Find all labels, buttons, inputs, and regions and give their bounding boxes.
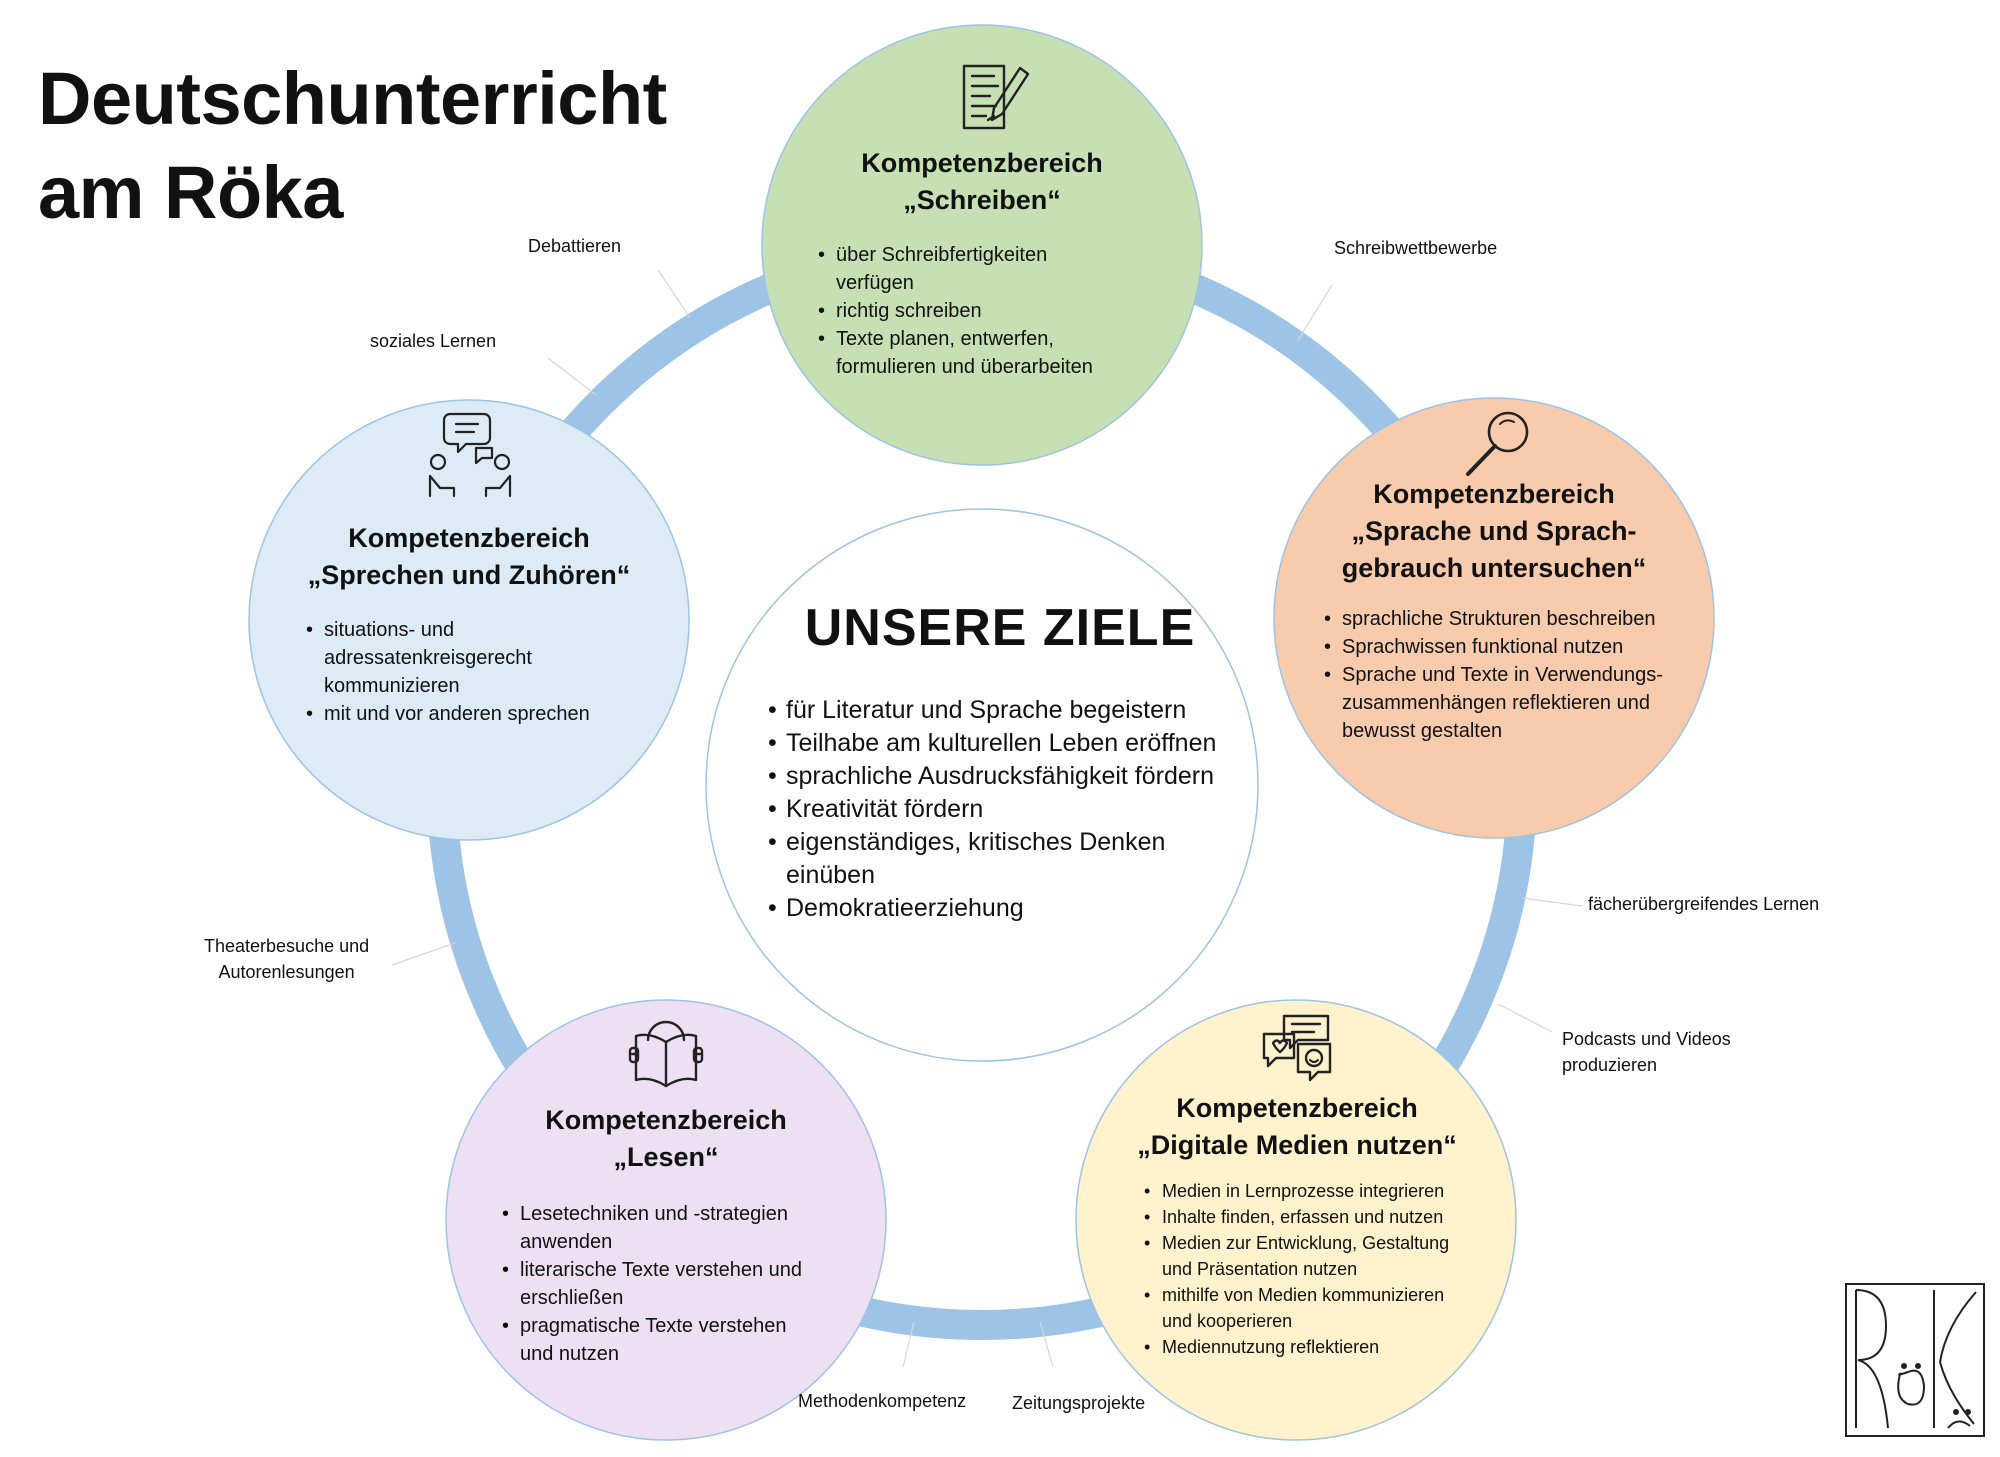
goal-item: Demokratieerziehung — [768, 892, 1240, 925]
document-pen-icon — [962, 64, 1030, 130]
label-schreibwettbewerbe: Schreibwettbewerbe — [1334, 238, 1498, 258]
area-item: Medien zur Entwicklung, Gestaltung und P… — [1144, 1230, 1482, 1282]
area-item: literarische Texte verstehen und erschli… — [502, 1256, 836, 1312]
area-lesen: Kompetenzbereich „Lesen“ Lesetechniken u… — [496, 1102, 836, 1368]
label-zeitungsprojekte: Zeitungsprojekte — [1012, 1393, 1146, 1413]
area-item: Texte planen, entwerfen, formulieren und… — [818, 325, 1152, 381]
area-schreiben: Kompetenzbereich „Schreiben“ über Schrei… — [812, 145, 1152, 381]
reader-book-icon — [628, 1020, 704, 1088]
goal-item: für Literatur und Sprache begeistern — [768, 694, 1240, 727]
area-item: richtig schreiben — [818, 297, 1152, 325]
area-list: Medien in Lernprozesse integrieren Inhal… — [1144, 1178, 1482, 1360]
goal-item: sprachliche Ausdrucksfähigkeit fördern — [768, 760, 1240, 793]
leader-line-soziales-lernen — [547, 357, 597, 396]
leader-line-theaterbesuche — [391, 942, 456, 966]
area-item: Medien in Lernprozesse integrieren — [1144, 1178, 1482, 1204]
page-title: Deutschunterricht am Röka — [38, 57, 667, 234]
area-item: Sprachwissen funktional nutzen — [1324, 633, 1684, 661]
area-heading: Kompetenzbereich „Sprechen und Zuhören“ — [307, 523, 631, 590]
area-heading: Kompetenzbereich „Schreiben“ — [861, 148, 1103, 215]
goal-item: Kreativität fördern — [768, 793, 1240, 826]
area-heading: Kompetenzbereich „Digitale Medien nutzen… — [1137, 1093, 1457, 1160]
goals-list: für Literatur und Sprache begeistern Tei… — [768, 694, 1240, 925]
area-item: Sprache und Texte in Verwendungs- zusamm… — [1324, 661, 1684, 745]
area-sprache: Kompetenzbereich „Sprache und Sprach- ge… — [1304, 476, 1684, 745]
leader-line-faecheruebergreifend — [1521, 897, 1583, 907]
area-item: Mediennutzung reflektieren — [1144, 1334, 1482, 1360]
area-item: mit und vor anderen sprechen — [306, 700, 644, 728]
area-sprechen: Kompetenzbereich „Sprechen und Zuhören“ … — [294, 520, 644, 728]
area-item: sprachliche Strukturen beschreiben — [1324, 605, 1684, 633]
area-heading: Kompetenzbereich „Lesen“ — [545, 1105, 787, 1172]
area-item: pragmatische Texte verstehen und nutzen — [502, 1312, 836, 1368]
label-debattieren: Debattieren — [528, 236, 622, 256]
center-goals: UNSERE ZIELE für Literatur und Sprache b… — [760, 598, 1240, 925]
magnifier-icon — [1466, 411, 1529, 476]
chat-bubbles-icon — [1262, 1014, 1332, 1082]
goals-title: UNSERE ZIELE — [804, 599, 1196, 657]
area-item: Inhalte finden, erfassen und nutzen — [1144, 1204, 1482, 1230]
label-theaterbesuche: Theaterbesuche und Autorenlesungen — [204, 936, 370, 982]
goal-item: eigenständiges, kritisches Denken einübe… — [768, 826, 1240, 892]
leader-line-methodenkompetenz — [902, 1321, 915, 1368]
leader-line-podcasts — [1497, 1003, 1553, 1033]
label-methodenkompetenz: Methodenkompetenz — [798, 1391, 967, 1411]
leader-line-schreibwettbewerbe — [1297, 284, 1333, 341]
area-item: Lesetechniken und -strategien anwenden — [502, 1200, 836, 1256]
area-item: situations- und adressatenkreisgerecht k… — [306, 616, 644, 700]
area-heading: Kompetenzbereich „Sprache und Sprach- ge… — [1341, 479, 1647, 583]
roeka-logo — [1845, 1283, 1985, 1437]
leader-line-debattieren — [657, 269, 691, 319]
label-podcasts: Podcasts und Videos produzieren — [1562, 1029, 1731, 1075]
label-faecheruebergreifend: fächerübergreifendes Lernen — [1588, 894, 1820, 914]
area-list: Lesetechniken und -strategien anwenden l… — [502, 1200, 836, 1368]
area-list: über Schreibfertigkeiten verfügen richti… — [818, 241, 1152, 381]
conversation-icon — [428, 412, 512, 498]
label-soziales-lernen: soziales Lernen — [370, 331, 497, 351]
area-medien: Kompetenzbereich „Digitale Medien nutzen… — [1112, 1090, 1482, 1360]
area-list: situations- und adressatenkreisgerecht k… — [306, 616, 644, 728]
goal-item: Teilhabe am kulturellen Leben eröffnen — [768, 727, 1240, 760]
area-list: sprachliche Strukturen beschreiben Sprac… — [1324, 605, 1684, 745]
area-item: mithilfe von Medien kommunizieren und ko… — [1144, 1282, 1482, 1334]
leader-line-zeitungsprojekte — [1039, 1321, 1054, 1368]
area-item: über Schreibfertigkeiten verfügen — [818, 241, 1152, 297]
